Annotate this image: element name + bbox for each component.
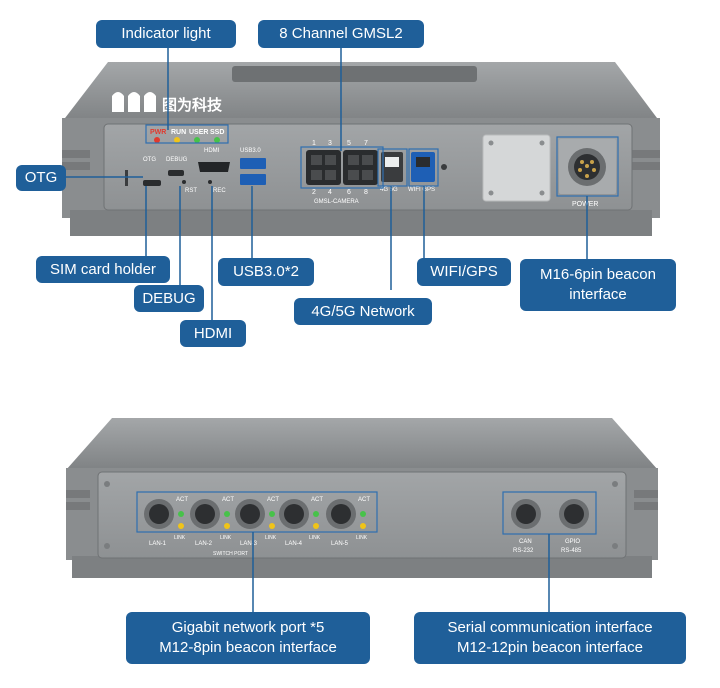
port-label-wifi-gps: WIFI GPS bbox=[408, 187, 435, 193]
link-label-2: LINK bbox=[220, 535, 232, 541]
gmsl-num-8: 8 bbox=[364, 189, 368, 196]
highlight-leds bbox=[145, 124, 229, 144]
callout-gigabit-port: Gigabit network port *5 M12-8pin beacon … bbox=[126, 612, 370, 664]
callout-gmsl2: 8 Channel GMSL2 bbox=[258, 20, 424, 48]
link-label-3: LINK bbox=[265, 535, 277, 541]
front-leader-lines bbox=[66, 42, 588, 322]
gmsl-num-3: 3 bbox=[328, 140, 332, 147]
callout-otg: OTG bbox=[16, 165, 66, 191]
led-label-run: RUN bbox=[171, 129, 186, 136]
gmsl-connectors: 1 3 5 7 2 4 6 8 GMSL-CAMERA bbox=[306, 140, 378, 205]
gmsl-num-5: 5 bbox=[347, 140, 351, 147]
lan-label-1: LAN-1 bbox=[149, 541, 167, 547]
can-label: CAN bbox=[519, 539, 532, 545]
debug-port bbox=[168, 170, 184, 176]
callout-usb30: USB3.0*2 bbox=[218, 258, 314, 286]
highlight-gmsl bbox=[300, 146, 384, 189]
led-ssd bbox=[214, 137, 220, 143]
link-label-4: LINK bbox=[309, 535, 321, 541]
rs232-label: RS-232 bbox=[513, 548, 534, 554]
callout-serial-line1: Serial communication interface bbox=[447, 619, 653, 636]
highlight-4g5g bbox=[377, 148, 408, 187]
back-device: ACT ACT ACT ACT ACT LINK LINK LINK LINK … bbox=[66, 418, 658, 578]
led-label-pwr: PWR bbox=[150, 129, 166, 136]
gmsl-num-4: 4 bbox=[328, 189, 332, 196]
port-label-usb: USB3.0 bbox=[240, 148, 261, 154]
link-label-5: LINK bbox=[356, 535, 368, 541]
hdmi-port bbox=[198, 162, 230, 172]
callout-m16-beacon: M16-6pin beacon interface bbox=[520, 259, 676, 311]
port-label-debug: DEBUG bbox=[166, 157, 188, 163]
callout-m16-line1: M16-6pin beacon bbox=[540, 266, 656, 283]
front-lid-slot bbox=[232, 66, 477, 82]
serial-ports: CAN RS-232 GPIO RS-485 bbox=[511, 499, 589, 554]
callout-m16-line2: interface bbox=[569, 286, 627, 303]
front-lid bbox=[62, 62, 660, 122]
led-label-ssd: SSD bbox=[210, 129, 224, 136]
port-label-hdmi: HDMI bbox=[204, 148, 220, 154]
rs485-label: RS-485 bbox=[561, 548, 582, 554]
lan-label-4: LAN-4 bbox=[285, 541, 303, 547]
callout-wifi-gps: WIFI/GPS bbox=[417, 258, 511, 286]
port-label-power: POWER bbox=[572, 201, 598, 208]
led-run bbox=[174, 137, 180, 143]
act-label-2: ACT bbox=[222, 497, 234, 503]
callout-sim-card-holder: SIM card holder bbox=[36, 256, 170, 283]
port-label-4g5g: 4G 5G bbox=[380, 187, 398, 193]
front-base bbox=[70, 210, 652, 236]
gpio-label: GPIO bbox=[565, 539, 580, 545]
usb-port-1 bbox=[240, 158, 266, 169]
callout-serial-line2: M12-12pin beacon interface bbox=[457, 639, 643, 656]
lan-ports: ACT ACT ACT ACT ACT LINK LINK LINK LINK … bbox=[144, 497, 370, 557]
act-label-1: ACT bbox=[176, 497, 188, 503]
callout-4g5g-network: 4G/5G Network bbox=[294, 298, 432, 325]
lan-label-3: LAN-3 bbox=[240, 541, 258, 547]
callout-debug: DEBUG bbox=[134, 285, 204, 312]
front-device: 图为科技 PWR RUN USER SSD OTG DEBUG HDMI USB… bbox=[62, 62, 660, 236]
act-label-5: ACT bbox=[358, 497, 370, 503]
gmsl-num-2: 2 bbox=[312, 189, 316, 196]
rst-button bbox=[182, 180, 186, 184]
port-label-rec: REC bbox=[213, 188, 226, 194]
highlight-lan bbox=[136, 491, 378, 533]
led-user bbox=[194, 137, 200, 143]
link-label-1: LINK bbox=[174, 535, 186, 541]
gmsl-num-6: 6 bbox=[347, 189, 351, 196]
switch-port-label: SWITCH PORT bbox=[213, 551, 248, 557]
led-label-user: USER bbox=[189, 129, 208, 136]
usb-port-2 bbox=[240, 174, 266, 185]
lan-label-5: LAN-5 bbox=[331, 541, 349, 547]
callout-serial-interface: Serial communication interface M12-12pin… bbox=[414, 612, 686, 664]
rec-button bbox=[208, 180, 212, 184]
gmsl-num-7: 7 bbox=[364, 140, 368, 147]
callout-indicator-light: Indicator light bbox=[96, 20, 236, 48]
blank-plate bbox=[482, 134, 551, 202]
brand-logo bbox=[112, 92, 156, 112]
sim-slot bbox=[125, 170, 128, 186]
back-base bbox=[72, 556, 652, 578]
back-lid bbox=[66, 418, 658, 470]
act-label-3: ACT bbox=[267, 497, 279, 503]
otg-port bbox=[143, 180, 161, 186]
port-label-otg: OTG bbox=[143, 157, 156, 163]
led-pwr bbox=[154, 137, 160, 143]
gmsl-camera-label: GMSL-CAMERA bbox=[314, 199, 359, 205]
back-leader-lines bbox=[252, 532, 550, 614]
callout-hdmi: HDMI bbox=[180, 320, 246, 347]
callout-gigabit-line1: Gigabit network port *5 bbox=[171, 619, 325, 636]
callout-gigabit-line2: M12-8pin beacon interface bbox=[159, 639, 337, 656]
lan-label-2: LAN-2 bbox=[195, 541, 213, 547]
gmsl-num-1: 1 bbox=[312, 140, 316, 147]
act-label-4: ACT bbox=[311, 497, 323, 503]
port-label-rst: RST bbox=[185, 188, 197, 194]
brand-name: 图为科技 bbox=[162, 96, 223, 114]
